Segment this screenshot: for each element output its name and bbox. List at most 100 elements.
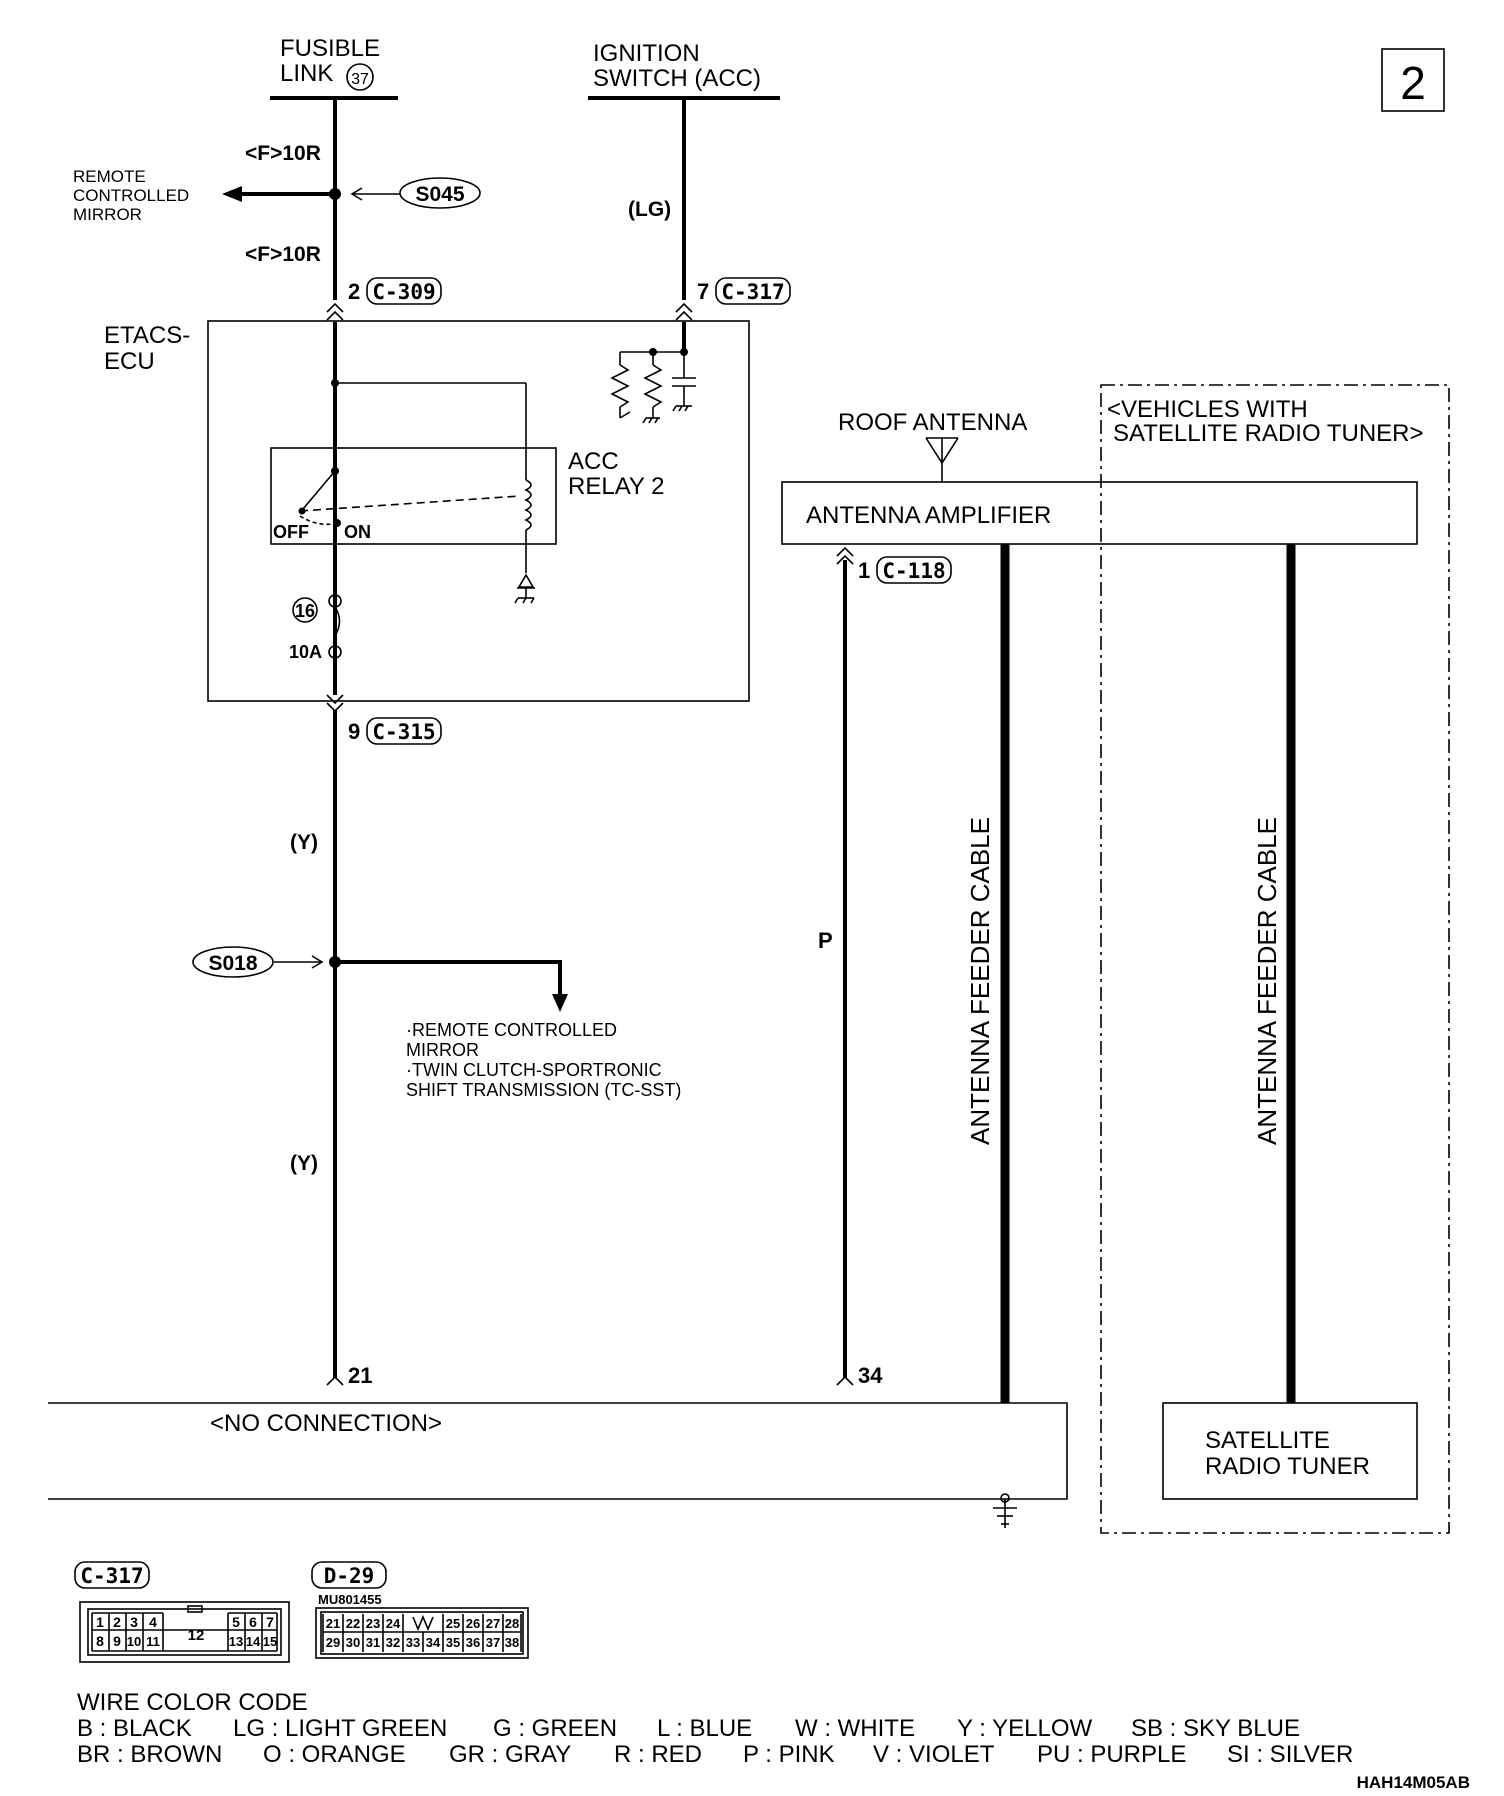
wire-f10r-bottom: <F>10R [245, 243, 321, 266]
wire-color-code-title: WIRE COLOR CODE [77, 1689, 308, 1716]
satellite-radio-tuner: SATELLITE RADIO TUNER [1162, 1402, 1418, 1500]
d29-pin-23: 23 [366, 1616, 380, 1631]
etacs-label-2: ECU [104, 348, 155, 375]
color-br: BR : BROWN [77, 1741, 222, 1768]
c317-pin-11: 11 [146, 1634, 160, 1649]
wire-p-antenna: P [818, 546, 854, 1386]
fusible-link-label-2: LINK [280, 60, 333, 87]
splice-s045: S045 [222, 177, 481, 209]
color-y: Y : YELLOW [957, 1715, 1093, 1742]
ignition-switch-label-1: IGNITION [593, 40, 700, 67]
d29-pin-25: 25 [446, 1616, 460, 1631]
branch-remote-mirror: REMOTE CONTROLLED MIRROR [73, 167, 189, 224]
connector-view-d29: D-29 MU801455 21 22 23 24 25 26 27 [311, 1561, 529, 1659]
branch-s018-3: ·TWIN CLUTCH-SPORTRONIC [406, 1060, 662, 1080]
wire-y-upper: (Y) [290, 831, 318, 854]
connector-c317-tag: 7 C-317 [697, 277, 791, 305]
d29-view-id: D-29 [324, 1564, 375, 1588]
roof-antenna: ROOF ANTENNA [838, 409, 1027, 482]
c317-pin-3: 3 [130, 1614, 138, 1630]
antenna-amplifier: ANTENNA AMPLIFIER [781, 481, 1418, 545]
c309-pin: 2 [348, 279, 360, 304]
antenna-feeder-cable-1: ANTENNA FEEDER CABLE [965, 544, 1010, 1403]
antenna-amplifier-label: ANTENNA AMPLIFIER [806, 502, 1051, 529]
c317-pin: 7 [697, 279, 709, 304]
d29-pin-34: 34 [426, 1635, 441, 1650]
d29-pin-30: 30 [346, 1635, 360, 1650]
color-r: R : RED [614, 1741, 702, 1768]
branch-s018-2: MIRROR [406, 1040, 479, 1060]
satellite-tuner-label-1: SATELLITE [1205, 1427, 1330, 1454]
c317-pin-13: 13 [229, 1634, 243, 1649]
ignition-switch-label-2: SWITCH (ACC) [593, 65, 761, 92]
splice-s018-label: S018 [208, 952, 257, 975]
acc-relay-2: OFF ON ACC RELAY 2 [270, 379, 665, 604]
splice-s018: S018 [192, 946, 568, 1012]
c317-pin-1: 1 [96, 1614, 104, 1630]
d29-pin-35: 35 [446, 1635, 460, 1650]
color-lg: LG : LIGHT GREEN [233, 1715, 447, 1742]
c317-pin-9: 9 [113, 1633, 121, 1649]
feeder-cable-1-label: ANTENNA FEEDER CABLE [965, 817, 995, 1145]
c317-pin-5: 5 [232, 1614, 240, 1630]
no-connection-label: <NO CONNECTION> [210, 1410, 442, 1437]
branch-s018-targets: ·REMOTE CONTROLLED MIRROR ·TWIN CLUTCH-S… [406, 1020, 681, 1100]
d29-pin-38: 38 [505, 1635, 519, 1650]
wire-y-lower: (Y) [290, 1152, 318, 1175]
wire-lg: (LG) [628, 198, 671, 221]
fuse-number: 16 [295, 601, 315, 621]
c317-pin-14: 14 [246, 1634, 261, 1649]
main-wire-left [326, 98, 344, 1386]
c317-grid [91, 1605, 278, 1652]
d29-pin-28: 28 [505, 1616, 519, 1631]
connector-c118-tag: 1 C-118 [858, 556, 952, 584]
ignition-input-circuit [610, 348, 696, 424]
page-number: 2 [1400, 57, 1426, 109]
pin-34: 34 [858, 1363, 883, 1388]
color-si: SI : SILVER [1227, 1741, 1353, 1768]
c317-id: C-317 [721, 280, 784, 304]
splice-s045-label: S045 [415, 183, 464, 206]
etacs-label-1: ETACS- [104, 322, 190, 349]
satellite-note-2: SATELLITE RADIO TUNER> [1113, 420, 1424, 447]
color-gr: GR : GRAY [449, 1741, 571, 1768]
c317-view-id: C-317 [80, 1564, 143, 1588]
figure-code: HAH14M05AB [1357, 1773, 1470, 1792]
c317-pin-10: 10 [127, 1634, 141, 1649]
satellite-note-1: <VEHICLES WITH [1107, 396, 1308, 423]
relay-label-1: ACC [568, 448, 619, 475]
relay-off-label: OFF [273, 522, 309, 542]
ignition-wire: (LG) [628, 98, 693, 352]
fuse-16: 16 10A [289, 594, 342, 695]
relay-label-2: RELAY 2 [568, 473, 665, 500]
color-sb: SB : SKY BLUE [1131, 1715, 1300, 1742]
branch-s018-1: ·REMOTE CONTROLLED [406, 1020, 617, 1040]
d29-grid [322, 1614, 522, 1652]
fuse-rating: 10A [289, 642, 322, 662]
wire-f10r-top: <F>10R [245, 142, 321, 165]
fusible-link-source: FUSIBLE LINK 37 [270, 35, 398, 100]
connector-c315-tag: 9 C-315 [348, 717, 442, 745]
branch-remote-mirror-2: CONTROLLED [73, 186, 189, 205]
d29-pin-37: 37 [486, 1635, 500, 1650]
satellite-option-region: <VEHICLES WITH SATELLITE RADIO TUNER> [1100, 384, 1450, 1534]
color-p: P : PINK [743, 1741, 835, 1768]
fusible-link-label-1: FUSIBLE [280, 35, 380, 62]
d29-pin-33: 33 [406, 1635, 420, 1650]
wire-p: P [818, 928, 833, 953]
ignition-switch-source: IGNITION SWITCH (ACC) [588, 40, 780, 100]
color-v: V : VIOLET [873, 1741, 995, 1768]
c317-pin-6: 6 [249, 1614, 257, 1630]
d29-pin-21: 21 [326, 1616, 340, 1631]
antenna-feeder-cable-2: ANTENNA FEEDER CABLE [1252, 544, 1296, 1403]
d29-pin-36: 36 [466, 1635, 480, 1650]
c317-pin-2: 2 [113, 1614, 121, 1630]
branch-s018-4: SHIFT TRANSMISSION (TC-SST) [406, 1080, 681, 1100]
d29-pin-24: 24 [386, 1616, 401, 1631]
c317-pin-4: 4 [149, 1614, 157, 1630]
c315-id: C-315 [372, 720, 435, 744]
d29-pin-27: 27 [486, 1616, 500, 1631]
d29-part-number: MU801455 [318, 1592, 382, 1607]
